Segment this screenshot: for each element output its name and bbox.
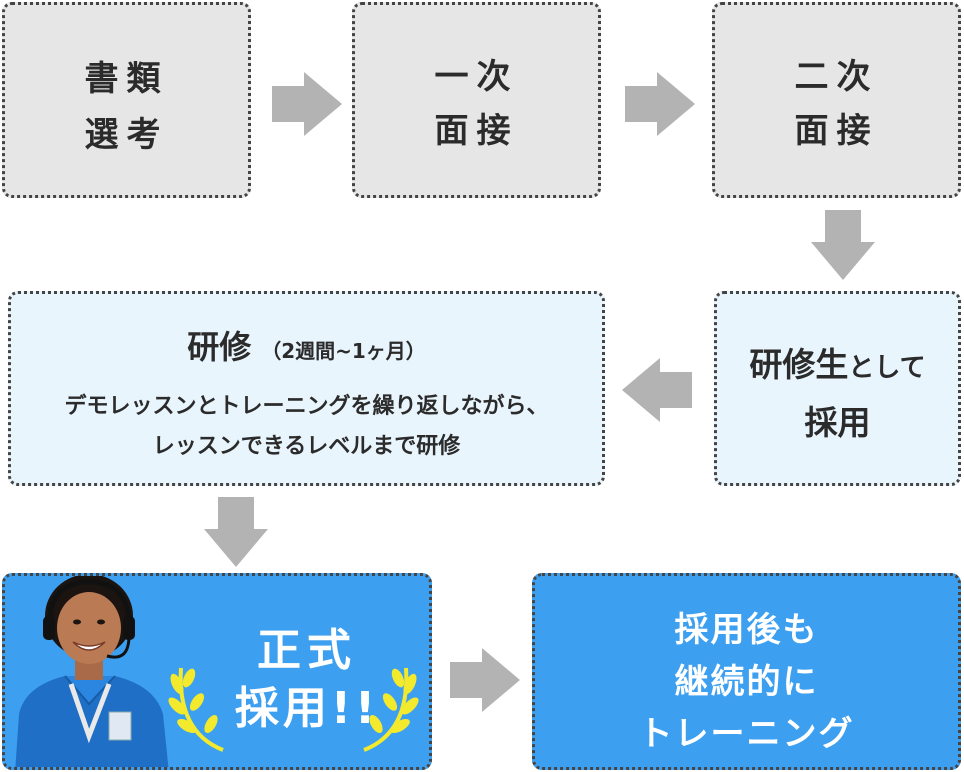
- step-second-interview-line1: 二次: [794, 57, 879, 97]
- laurel-left-icon: [168, 667, 224, 752]
- step-second-interview: 二次 面接: [712, 2, 961, 198]
- training-title-text: 研修: [187, 328, 252, 366]
- step-first-interview: 一次 面接: [352, 2, 601, 198]
- step-first-interview-line1: 一次: [434, 57, 519, 97]
- down-arrow-icon: [204, 497, 268, 567]
- training-duration-text: （2週間~1ヶ月）: [261, 339, 426, 363]
- step-training-period: 研修 （2週間~1ヶ月） デモレッスンとトレーニングを繰り返しながら、 レッスンで…: [8, 291, 605, 486]
- step-first-interview-line2: 面接: [434, 111, 519, 151]
- continuous-training-line2: 継続的に: [674, 662, 819, 702]
- right-arrow-icon: [450, 648, 520, 712]
- as-text: として: [848, 353, 926, 383]
- hiring-text: 採用: [804, 403, 871, 442]
- trainee-hiring-line1: 研修生として: [717, 336, 958, 400]
- trainee-hiring-line2: 採用: [717, 394, 958, 458]
- official-hiring-line1: 正式: [257, 625, 357, 676]
- training-description-line1: デモレッスンとトレーニングを繰り返しながら、: [64, 394, 549, 419]
- training-description-line2: レッスンできるレベルまで研修: [152, 434, 461, 459]
- step-second-interview-line2: 面接: [794, 111, 879, 151]
- step-continuous-training: 採用後も 継続的に トレーニング: [532, 573, 961, 770]
- down-arrow-icon: [811, 210, 875, 280]
- laurel-right-icon: [363, 667, 419, 752]
- smiling-staff-photo: [15, 576, 169, 767]
- trainee-text: 研修生: [749, 345, 849, 384]
- step-document-screening-line2: 選考: [84, 115, 169, 155]
- step-trainee-hiring: 研修生として 採用: [714, 291, 961, 486]
- official-hiring-line2: 採用!!: [234, 683, 380, 734]
- continuous-training-line1: 採用後も: [674, 610, 819, 650]
- right-arrow-icon: [272, 72, 342, 136]
- step-document-screening: 書類 選考: [2, 2, 251, 198]
- step-official-hiring: 正式 採用!!: [2, 573, 432, 770]
- left-arrow-icon: [622, 358, 692, 422]
- training-period-title: 研修 （2週間~1ヶ月）: [11, 322, 602, 368]
- step-document-screening-line1: 書類: [84, 59, 169, 99]
- right-arrow-icon: [625, 72, 695, 136]
- continuous-training-line3: トレーニング: [638, 714, 855, 754]
